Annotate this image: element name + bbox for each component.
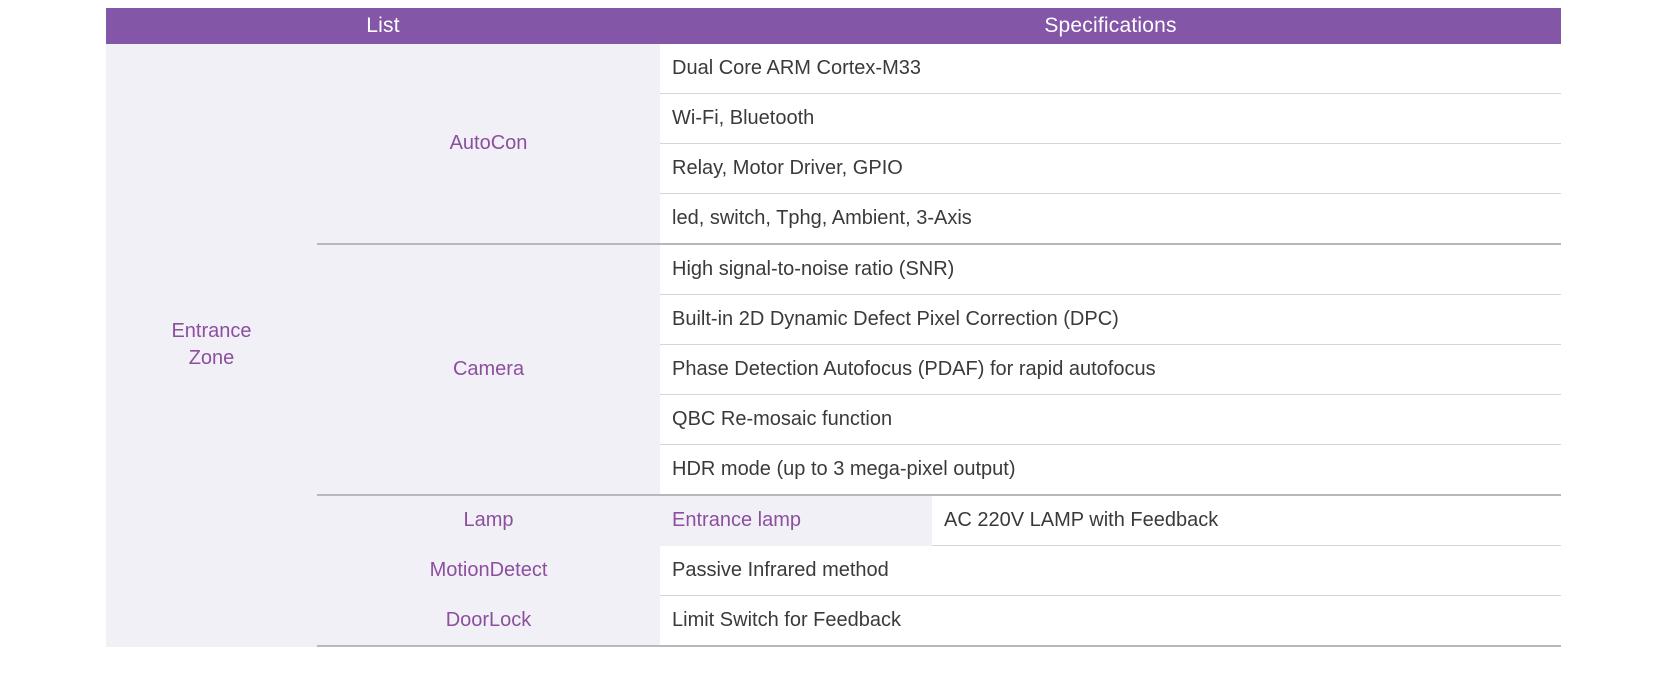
- spec-value: AC 220V LAMP with Feedback: [932, 494, 1562, 546]
- table-row: QBC Re-mosaic function: [106, 394, 1562, 445]
- spec-value: High signal-to-noise ratio (SNR): [660, 243, 1562, 295]
- spec-value: QBC Re-mosaic function: [660, 394, 1562, 445]
- table-row: Camera High signal-to-noise ratio (SNR): [106, 243, 1562, 495]
- table-row: Built-in 2D Dynamic Defect Pixel Correct…: [106, 294, 1562, 345]
- group-label-doorlock: DoorLock: [317, 595, 661, 647]
- spec-value: Built-in 2D Dynamic Defect Pixel Correct…: [660, 294, 1562, 345]
- group-label-autocon: AutoCon: [317, 44, 661, 244]
- spec-value: Limit Switch for Feedback: [660, 595, 1562, 647]
- spec-value: Passive Infrared method: [660, 545, 1562, 596]
- table-row: Lamp Entrance lamp AC 220V LAMP with Fee…: [106, 494, 1562, 546]
- table-row: Entrance Zone AutoCon Dual Core ARM Cort…: [106, 44, 1562, 646]
- table-row: Wi-Fi, Bluetooth: [106, 93, 1562, 144]
- zone-label-entrance-zone: Entrance Zone: [106, 44, 317, 646]
- spec-value: HDR mode (up to 3 mega-pixel output): [660, 444, 1562, 495]
- table-row: DoorLock Limit Switch for Feedback: [106, 595, 1562, 647]
- group-label-camera: Camera: [317, 243, 661, 495]
- column-header-list: List: [106, 8, 661, 44]
- group-label-motiondetect: MotionDetect: [317, 545, 661, 596]
- table-row: led, switch, Tphg, Ambient, 3-Axis: [106, 193, 1562, 244]
- sub-label-entrance-lamp: Entrance lamp: [660, 494, 933, 546]
- spec-value: Dual Core ARM Cortex-M33: [660, 44, 1562, 94]
- table-row: Phase Detection Autofocus (PDAF) for rap…: [106, 344, 1562, 395]
- table-row: HDR mode (up to 3 mega-pixel output): [106, 444, 1562, 495]
- spec-value: Relay, Motor Driver, GPIO: [660, 143, 1562, 194]
- table-row: Relay, Motor Driver, GPIO: [106, 143, 1562, 194]
- table-row: MotionDetect Passive Infrared method: [106, 545, 1562, 596]
- group-label-lamp: Lamp: [317, 494, 661, 546]
- table-header-row: List Specifications: [106, 8, 1562, 44]
- zone-label-line-1: Entrance: [171, 320, 252, 342]
- spec-value: Wi-Fi, Bluetooth: [660, 93, 1562, 144]
- specification-table: List Specifications Entrance Zone AutoCo…: [106, 8, 1562, 647]
- zone-label-line-2: Zone: [188, 347, 235, 369]
- column-header-specifications: Specifications: [660, 8, 1562, 44]
- spec-value: led, switch, Tphg, Ambient, 3-Axis: [660, 193, 1562, 244]
- specification-table-container: List Specifications Entrance Zone AutoCo…: [106, 8, 1562, 668]
- spec-value: Phase Detection Autofocus (PDAF) for rap…: [660, 344, 1562, 395]
